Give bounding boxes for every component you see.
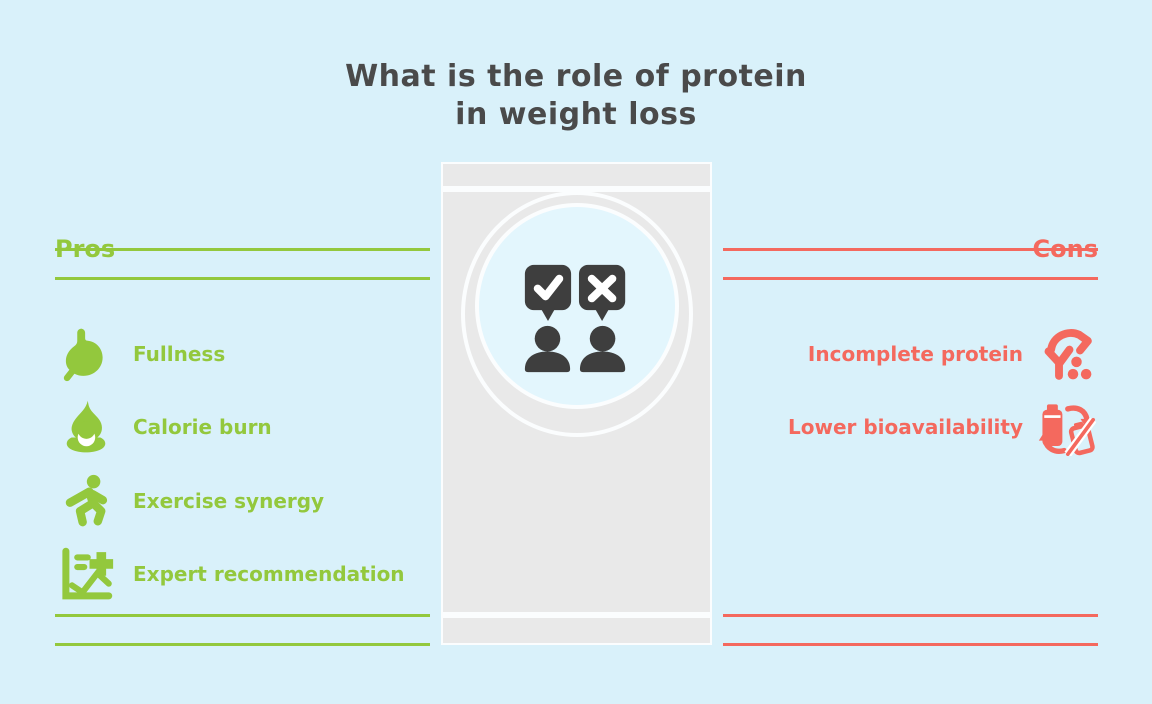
list-item-calorie-burn: Calorie burn: [56, 398, 272, 456]
flame-icon: [56, 398, 116, 456]
cons-footer-line-bottom: [723, 643, 1098, 646]
page-title-line1: What is the role of protein: [345, 59, 807, 94]
panel-bottom-divider: [441, 612, 712, 618]
item-label: Expert recommendation: [133, 562, 405, 586]
page-title: What is the role of protein in weight lo…: [0, 58, 1152, 134]
list-item-expert-recommendation: Expert recommendation: [56, 545, 405, 603]
incomplete-protein-icon: [1036, 325, 1096, 383]
pros-footer-line-bottom: [55, 643, 430, 646]
runner-icon: [56, 472, 116, 530]
list-item-exercise-synergy: Exercise synergy: [56, 472, 324, 530]
battery-recycle-icon: [1036, 398, 1096, 456]
item-label: Incomplete protein: [807, 342, 1023, 366]
cons-header-line-bottom: [723, 277, 1098, 280]
cons-footer-line-top: [723, 614, 1098, 617]
cons-section-label: Cons: [1032, 235, 1098, 263]
panel-top-divider: [441, 186, 712, 192]
pros-footer-line-top: [55, 614, 430, 617]
inner-circle: [474, 203, 679, 409]
item-label: Lower bioavailability: [788, 415, 1023, 439]
stomach-icon: [56, 325, 116, 383]
item-label: Fullness: [133, 342, 226, 366]
chart-plus-icon: [56, 545, 116, 603]
pros-header-line-bottom: [55, 277, 430, 280]
pros-section-label: Pros: [55, 235, 116, 263]
list-item-lower-bioavailability: Lower bioavailability: [788, 398, 1096, 456]
list-item-incomplete-protein: Incomplete protein: [808, 325, 1096, 383]
cons-header-line-top: [723, 248, 1098, 251]
item-label: Exercise synergy: [133, 489, 325, 513]
item-label: Calorie burn: [133, 415, 272, 439]
center-panel: [441, 162, 712, 645]
page-title-line2: in weight loss: [455, 97, 697, 132]
outer-circle-ring: [460, 191, 693, 437]
discussion-check-cross-icon: [524, 264, 625, 373]
list-item-fullness: Fullness: [56, 325, 225, 383]
pros-header-line-top: [55, 248, 430, 251]
